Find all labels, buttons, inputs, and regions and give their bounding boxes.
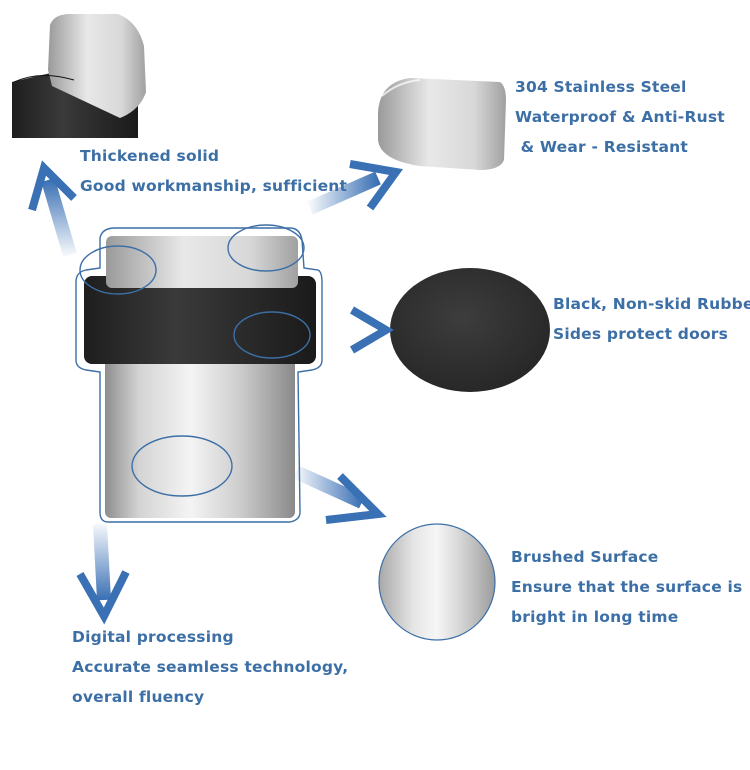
callout-top-right: 304 Stainless Steel Waterproof & Anti-Ru… [515, 72, 725, 162]
callout-middle-right-line1: Black, Non-skid Rubber [553, 295, 750, 313]
callout-bottom-right: Brushed Surface Ensure that the surface … [511, 542, 742, 632]
arrow-down-icon [76, 523, 130, 625]
callout-bottom-left-line3: overall fluency [72, 688, 205, 706]
callout-bottom-right-line3: bright in long time [511, 608, 679, 626]
top-right-detail-image [378, 78, 506, 170]
callout-bottom-right-line1: Brushed Surface [511, 548, 659, 566]
rubber-disc-image [390, 268, 550, 392]
callout-bottom-left: Digital processing Accurate seamless tec… [72, 622, 348, 712]
arrow-right-down-icon [293, 465, 387, 524]
callout-top-left: Thickened solid Good workmanship, suffic… [80, 141, 347, 201]
callout-bottom-left-line1: Digital processing [72, 628, 234, 646]
callout-top-right-line2: Waterproof & Anti-Rust [515, 108, 725, 126]
callout-top-left-line2: Good workmanship, sufficient [80, 177, 348, 195]
callout-top-right-line3: & Wear - Resistant [515, 138, 689, 156]
door-stopper-image [75, 224, 323, 523]
brushed-steel-disc-image [378, 523, 496, 641]
callout-top-left-line1: Thickened solid [80, 147, 220, 165]
arrow-right-up-icon [307, 160, 403, 215]
callout-bottom-right-line2: Ensure that the surface is [511, 578, 743, 596]
top-left-detail-image [12, 14, 146, 138]
arrow-right-icon [318, 306, 394, 354]
callout-middle-right: Black, Non-skid Rubber Sides protect doo… [553, 289, 750, 349]
arrow-up-left-icon [28, 160, 77, 257]
callout-middle-right-line2: Sides protect doors [553, 325, 729, 343]
callout-bottom-left-line2: Accurate seamless technology, [72, 658, 349, 676]
callout-top-right-line1: 304 Stainless Steel [515, 78, 687, 96]
